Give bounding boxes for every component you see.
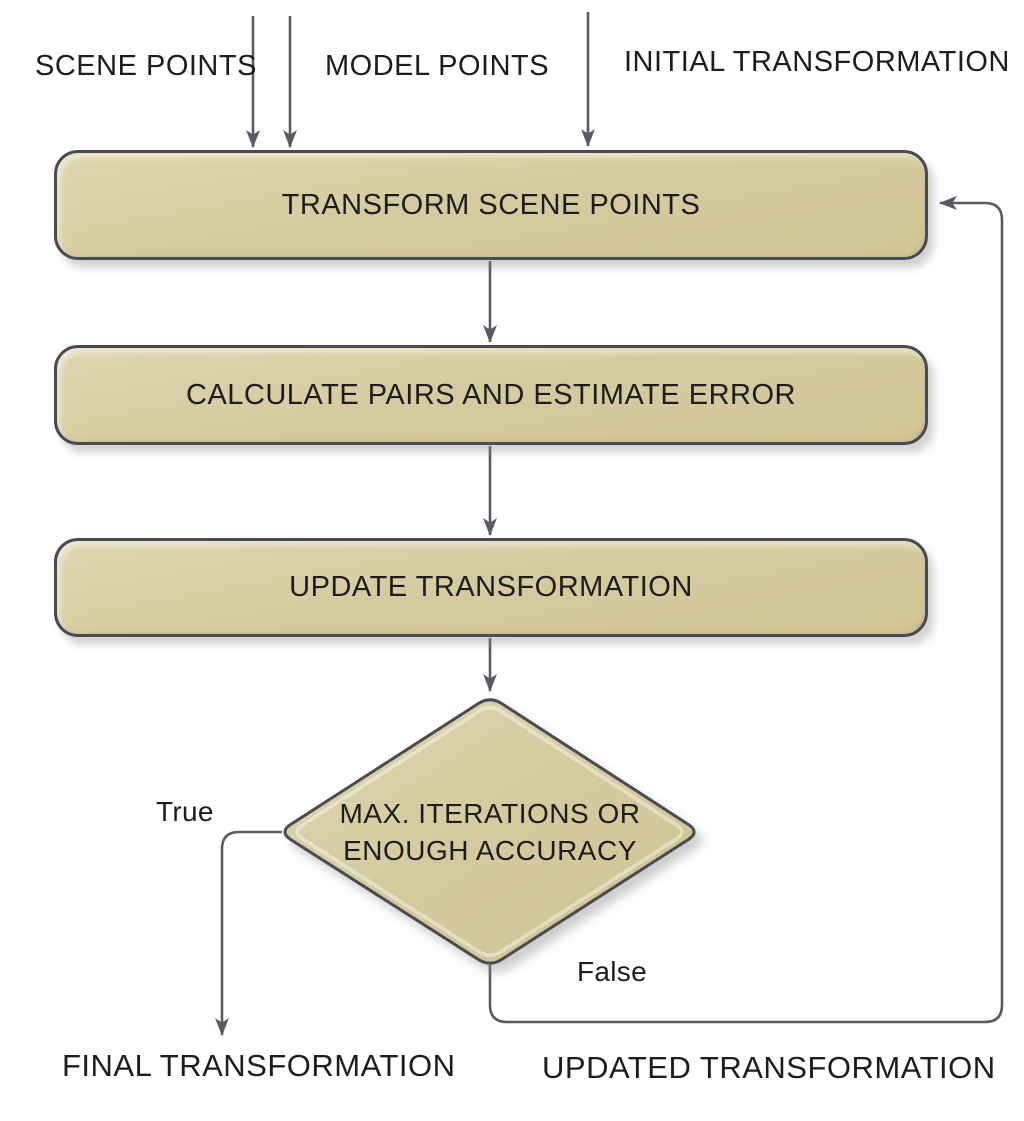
node-transform-scene-points: TRANSFORM SCENE POINTS [54, 150, 928, 260]
node-update-transformation: UPDATE TRANSFORMATION [54, 538, 928, 637]
label-true-branch: True [156, 796, 214, 827]
label-scene-points: SCENE POINTS [35, 50, 257, 82]
label-false-branch: False [577, 956, 647, 987]
decision-label-line2: ENOUGH ACCURACY [343, 835, 637, 866]
node-calculate-pairs: CALCULATE PAIRS AND ESTIMATE ERROR [54, 345, 928, 445]
label-final-transformation: FINAL TRANSFORMATION [62, 1048, 456, 1083]
node-transform-scene-points-label: TRANSFORM SCENE POINTS [281, 188, 701, 221]
label-model-points: MODEL POINTS [325, 50, 550, 82]
node-decision-label: MAX. ITERATIONS OR ENOUGH ACCURACY [300, 795, 680, 869]
label-initial-transformation: INITIAL TRANSFORMATION [624, 46, 1010, 78]
node-calculate-pairs-label: CALCULATE PAIRS AND ESTIMATE ERROR [186, 378, 796, 411]
node-update-transformation-label: UPDATE TRANSFORMATION [289, 571, 693, 603]
connector-false-loop [488, 196, 1004, 1024]
connector-true-branch [215, 830, 282, 1036]
label-updated-transformation: UPDATED TRANSFORMATION [542, 1050, 996, 1085]
decision-label-line1: MAX. ITERATIONS OR [339, 798, 641, 829]
